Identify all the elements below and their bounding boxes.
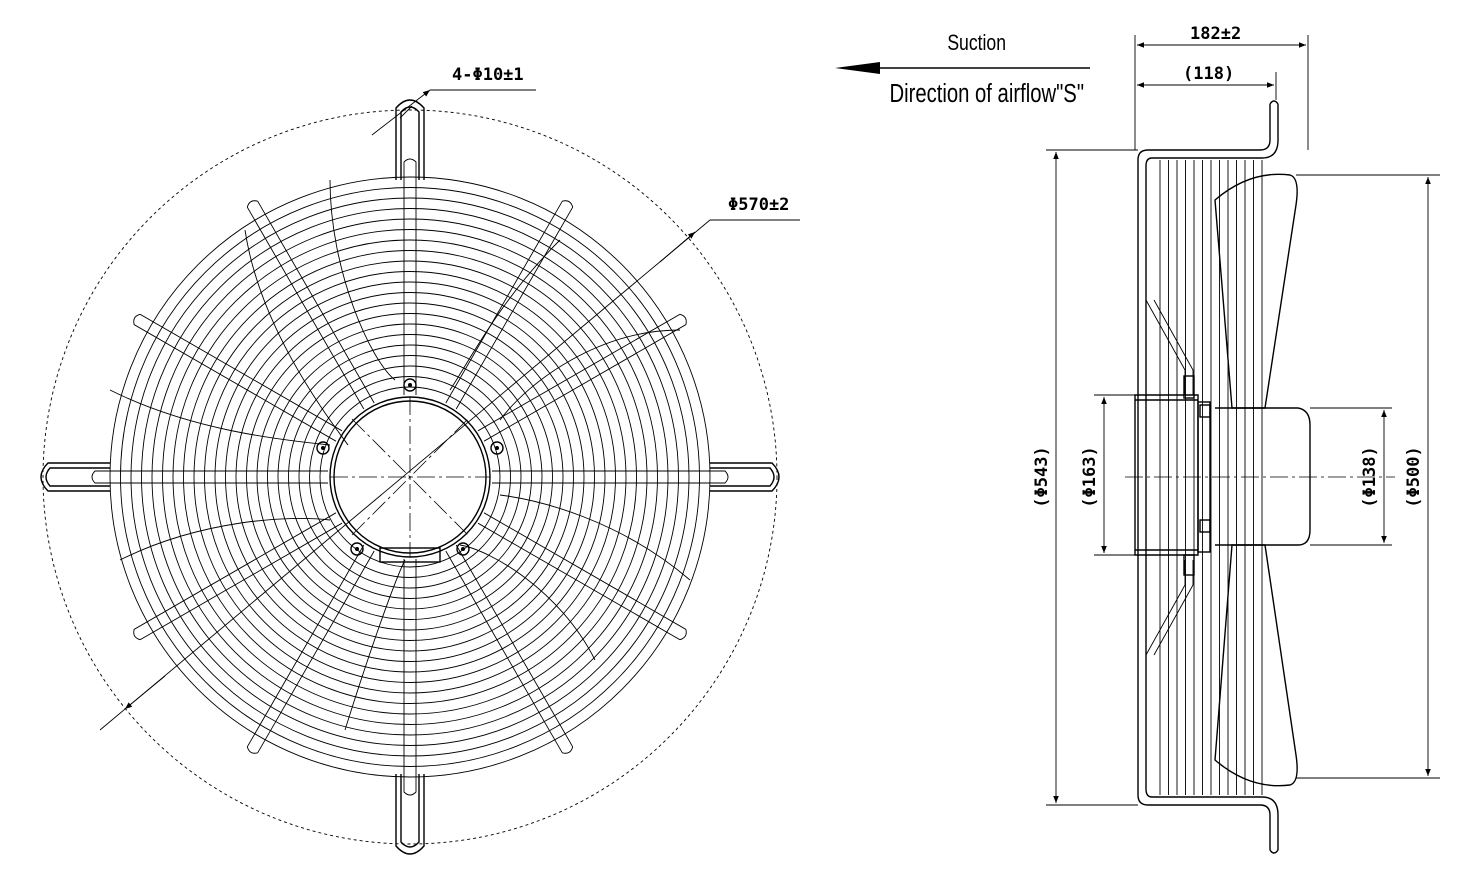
depth-total-label: 182±2: [1190, 24, 1241, 44]
guard-rings: [109, 176, 711, 778]
guard-spoke: [246, 544, 375, 754]
guard-spoke: [477, 313, 687, 442]
diameter-dimensions: (Φ543) (Φ163) (Φ138) (Φ500): [1032, 149, 1440, 806]
guard-ring: [162, 229, 658, 725]
guard-spoke: [133, 512, 343, 641]
guard-ring: [204, 271, 616, 683]
guard-spoke: [445, 200, 574, 410]
guard-ring: [256, 323, 564, 631]
guard-ring: [151, 218, 669, 736]
front-view: 4-Φ10±1 Φ570±2: [40, 65, 800, 855]
guard-ring: [309, 376, 511, 578]
side-view: 182±2 (118): [1032, 24, 1440, 854]
guard-ring: [193, 260, 627, 694]
dia-543-label: (Φ543): [1032, 446, 1052, 507]
guard-ring: [130, 197, 690, 757]
guard-spoke: [246, 200, 375, 410]
guard-ring: [214, 281, 606, 673]
guard-spoke: [445, 544, 574, 754]
terminal-box: [379, 547, 441, 563]
outer-diameter-leader: Φ570±2: [99, 195, 800, 731]
guard-ring: [172, 239, 648, 715]
guard-spoke: [403, 158, 417, 395]
motor-bolts: [316, 378, 504, 556]
hole-dimension-leader: 4-Φ10±1: [371, 65, 536, 136]
airflow-arrow-icon: [835, 62, 880, 74]
side-guard-ribs: [1159, 160, 1263, 795]
guard-ring: [277, 344, 543, 610]
guard-ring: [246, 313, 574, 641]
guard-spokes: [91, 158, 729, 796]
guard-ring: [109, 176, 711, 778]
guard-ring: [225, 292, 595, 662]
outer-diameter-label: Φ570±2: [728, 195, 789, 215]
dia-138-label: (Φ138): [1360, 446, 1380, 507]
guard-spoke: [133, 313, 343, 442]
guard-ring: [267, 334, 553, 620]
guard-ring: [298, 365, 522, 589]
depth-partial-label: (118): [1183, 64, 1234, 84]
airflow-direction-label: Direction of airflow"S": [889, 79, 1084, 108]
guard-ring: [141, 208, 679, 746]
side-blades: [1214, 173, 1311, 787]
guard-ring: [120, 187, 700, 767]
dia-163-label: (Φ163): [1080, 446, 1100, 507]
guard-spoke: [477, 512, 687, 641]
guard-spoke: [91, 470, 328, 484]
depth-dimensions: 182±2 (118): [1134, 24, 1309, 150]
airflow-indicator: Suction Direction of airflow"S": [835, 31, 1090, 108]
mounting-lugs: [40, 99, 780, 855]
side-guard: [1137, 100, 1279, 854]
guard-spoke: [403, 559, 417, 796]
outer-ring-circle: [42, 109, 778, 845]
guard-ring: [183, 250, 637, 704]
side-struts: [1145, 299, 1194, 656]
dia-500-label: (Φ500): [1404, 446, 1424, 507]
guard-ring: [235, 302, 585, 652]
guard-spoke: [492, 470, 729, 484]
fan-blades: [109, 179, 691, 731]
hub-centerlines: [330, 397, 490, 557]
hole-spec-label: 4-Φ10±1: [452, 65, 524, 85]
suction-label: Suction: [947, 31, 1006, 55]
guard-ring: [288, 355, 532, 599]
